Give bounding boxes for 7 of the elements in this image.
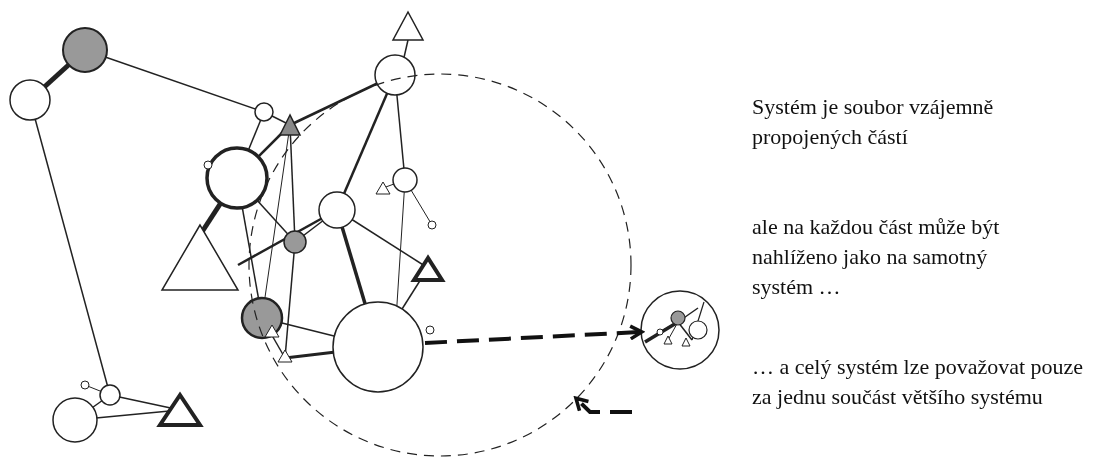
subsystem-circle xyxy=(640,290,720,370)
description-text: ale na každou část může být nahlíženo jako na samotný systém … xyxy=(752,213,1001,301)
description-text: Systém je soubor vzájemně propojených částí xyxy=(752,93,995,151)
description-text: … a celý systém lze považovat pouze za jednu součást většího systému xyxy=(752,353,1085,411)
system-boundary-circle xyxy=(248,73,632,457)
arrow xyxy=(574,396,632,414)
arrow xyxy=(424,324,644,345)
